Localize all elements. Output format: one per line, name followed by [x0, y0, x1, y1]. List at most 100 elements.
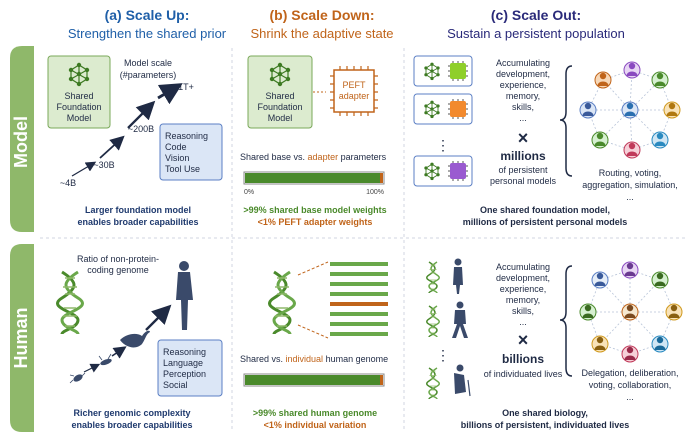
capability-4: Tool Use — [165, 164, 200, 174]
human-right-2: voting, collaboration, — [589, 380, 672, 390]
human-bar-shared-fill — [245, 375, 380, 385]
model-c-caption-1: One shared foundation model, — [480, 205, 610, 215]
scale-step-1: ~4B — [60, 178, 76, 188]
human-bar-highlight: individual — [286, 354, 324, 364]
chip-icon-green — [447, 60, 469, 82]
column-b-header: (b) Scale Down: Shrink the adaptive stat… — [250, 7, 393, 41]
model-c-panel: ⋮ Accumulating development, experience, … — [413, 55, 681, 227]
capability-2: Code — [165, 142, 187, 152]
human-accum-2: development, — [496, 273, 550, 283]
human-silhouette-icon — [176, 261, 193, 330]
ratio-label-1: Ratio of non-protein- — [77, 254, 159, 264]
scale-step-3: ~200B — [128, 124, 154, 134]
model-brace — [559, 65, 573, 177]
column-c-title: (c) Scale Out: — [491, 7, 581, 23]
scale-label-2: (#parameters) — [120, 70, 177, 80]
foundation-b-label-3: Model — [268, 113, 293, 123]
human-times: × — [518, 330, 529, 350]
dna-icon-small-3 — [426, 367, 440, 400]
human-brace — [559, 265, 573, 377]
human-b-caption-1: >99% shared human genome — [253, 408, 377, 418]
model-count: millions — [500, 149, 546, 163]
human-bar-suffix: human genome — [323, 354, 388, 364]
child-silhouette-icon — [453, 258, 463, 294]
peft-adapter-chip: PEFT adapter — [330, 66, 378, 116]
row-model-sidebar: Model — [10, 46, 34, 232]
human-a-caption-1: Richer genomic complexity — [73, 408, 190, 418]
human-c-caption-1: One shared biology, — [502, 408, 588, 418]
human-capability-4: Social — [163, 380, 188, 390]
model-b-bar-label: Shared base vs. adapter parameters — [240, 152, 387, 162]
bar-label-highlight: adapter — [308, 152, 339, 162]
personal-model-2 — [413, 93, 473, 125]
human-b-bar-label: Shared vs. individual human genome — [240, 354, 388, 364]
zoom-line-top — [297, 261, 329, 276]
people-network — [579, 261, 683, 363]
model-a-panel: Shared Foundation Model Model scale (#pa… — [47, 55, 223, 227]
bar-adapter-fill — [380, 173, 383, 183]
bar-label-prefix: Shared base vs. — [240, 152, 308, 162]
human-accum-5: skills, — [512, 306, 534, 316]
row-human-sidebar: Human — [10, 244, 34, 432]
scale-step-4: 1T+ — [178, 82, 194, 92]
human-capability-3: Perception — [163, 369, 206, 379]
human-b-panel: Shared vs. individual human genome >99% … — [240, 261, 388, 430]
model-b-share-bar — [243, 171, 385, 185]
human-c-caption-2: billions of persistent, individuated liv… — [461, 420, 630, 430]
bar-min-label: 0% — [244, 189, 254, 196]
personal-model-3 — [413, 155, 473, 187]
chip-icon-purple — [447, 160, 469, 182]
model-of-1: of persistent — [498, 165, 548, 175]
capability-1: Reasoning — [165, 131, 208, 141]
human-accum-4: memory, — [506, 295, 540, 305]
human-b-share-bar — [243, 373, 385, 387]
model-of-2: personal models — [490, 176, 557, 186]
human-count: billions — [502, 352, 544, 366]
dna-icon-small-1 — [426, 261, 440, 294]
individual-stripe — [330, 302, 388, 306]
column-a-subtitle: Strengthen the shared prior — [68, 26, 227, 41]
insect-icon — [98, 353, 112, 366]
model-c-caption-2: millions of persistent personal models — [463, 217, 628, 227]
human-right-3: ... — [626, 392, 634, 402]
foundation-model-box-b — [247, 55, 313, 129]
model-accum-1: Accumulating — [496, 58, 550, 68]
genome-stripes — [330, 262, 388, 336]
human-accum-6: ... — [519, 317, 527, 327]
ratio-label-2: coding genome — [87, 265, 149, 275]
scale-step-2: ~30B — [93, 160, 114, 170]
human-capability-2: Language — [163, 358, 203, 368]
adapter-label-2: adapter — [339, 91, 370, 101]
human-right-1: Delegation, deliberation, — [581, 368, 678, 378]
human-accum-1: Accumulating — [496, 262, 550, 272]
microbe-icon — [69, 372, 86, 384]
foundation-b-label-1: Shared — [265, 91, 294, 101]
evo-arrow-2 — [111, 346, 127, 359]
human-c-panel: ⋮ Accumulating development, experience, … — [426, 258, 683, 430]
dna-icon-b — [268, 270, 296, 336]
lives-ellipsis: ⋮ — [436, 347, 450, 363]
bird-icon — [120, 330, 150, 348]
column-b-title: (b) Scale Down: — [269, 7, 374, 23]
models-ellipsis: ⋮ — [436, 137, 450, 153]
column-a-title: (a) Scale Up: — [105, 7, 190, 23]
model-times: × — [518, 128, 529, 148]
growth-arrow-3 — [127, 100, 156, 129]
adapter-label-1: PEFT — [342, 80, 366, 90]
human-bar-individual-fill — [380, 375, 383, 385]
human-of-1: of individuated lives — [484, 369, 563, 379]
model-accum-4: memory, — [506, 91, 540, 101]
chip-icon-orange — [447, 98, 469, 120]
dna-icon — [56, 270, 84, 336]
foundation-label-3: Model — [67, 113, 92, 123]
foundation-model-box — [47, 55, 111, 129]
foundation-label-1: Shared — [64, 91, 93, 101]
human-a-panel: Ratio of non-protein- coding genome Reas… — [56, 254, 223, 430]
model-right-3: ... — [626, 192, 634, 202]
model-right-1: Routing, voting, — [599, 168, 662, 178]
model-right-2: aggregation, simulation, — [582, 180, 678, 190]
model-accum-5: skills, — [512, 102, 534, 112]
capability-3: Vision — [165, 153, 189, 163]
column-c-subtitle: Sustain a persistent population — [447, 26, 625, 41]
